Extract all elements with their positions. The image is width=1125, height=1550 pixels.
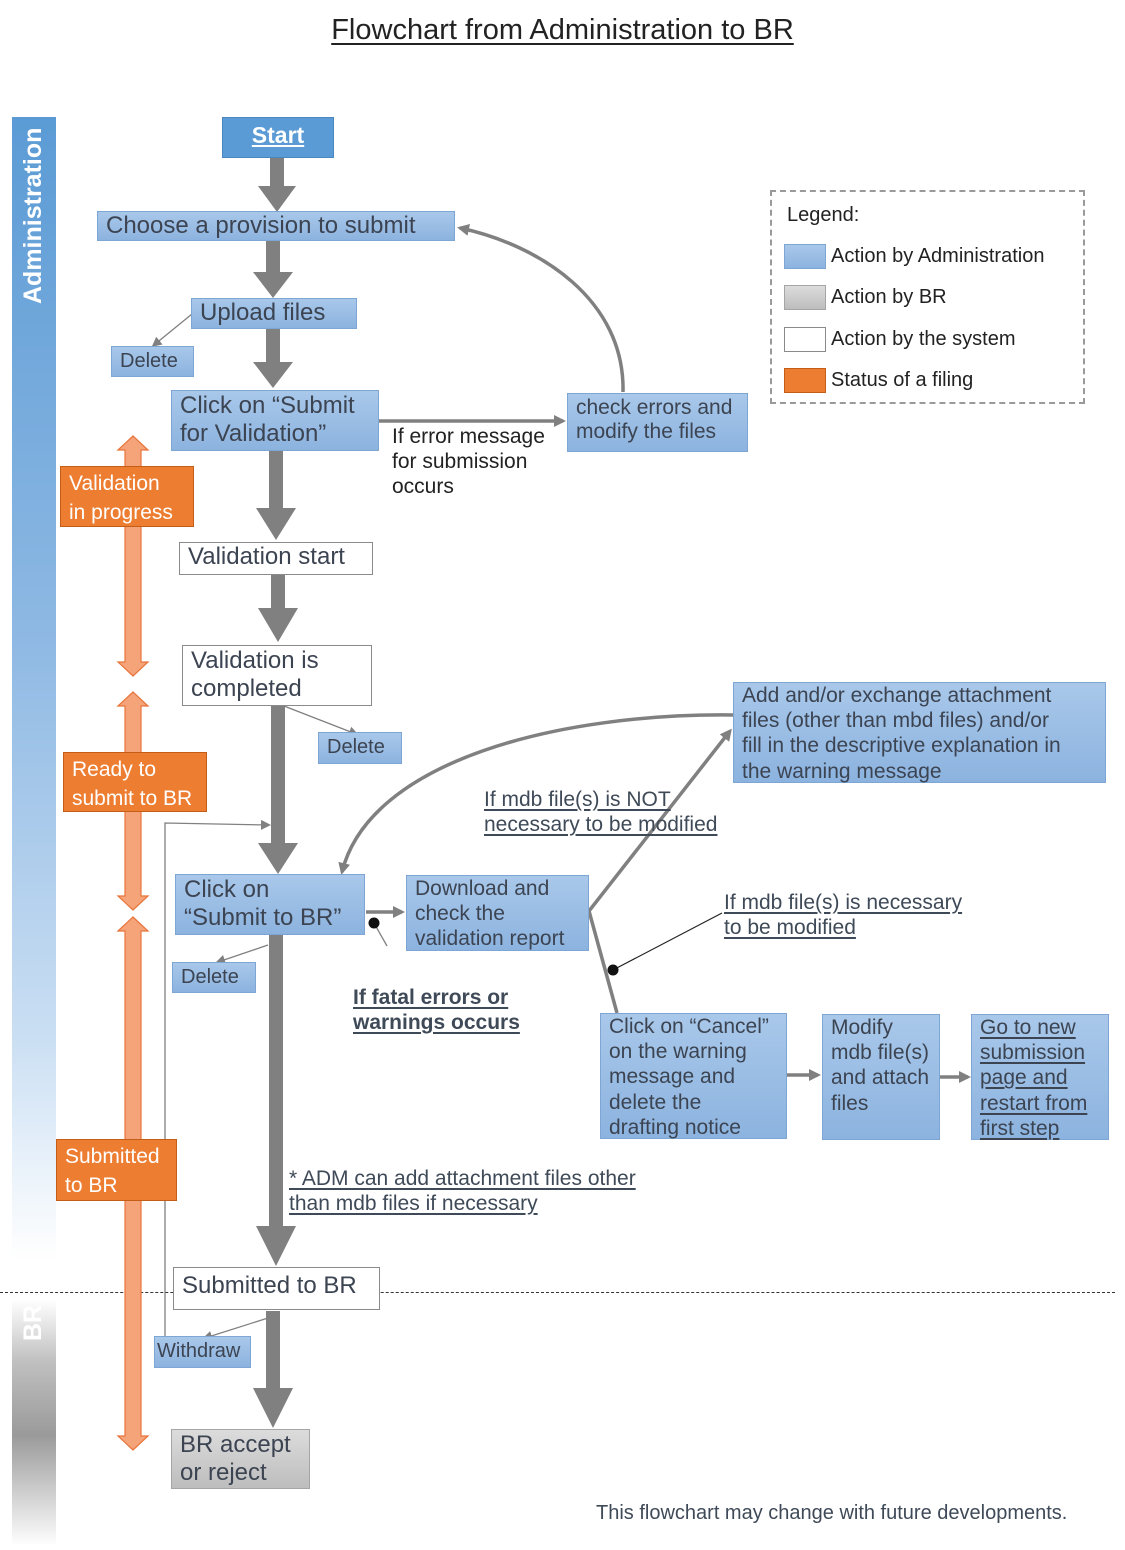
legend-swatch-admin [784,243,826,269]
status-arrows [116,435,150,1451]
legend-swatch-system [784,326,826,352]
legend-item-br: Action by BR [784,284,947,310]
submit-to-br-node: Click on “Submit to BR” [175,874,365,935]
upload-files-node: Upload files [191,298,357,329]
lane-bar-administration [12,117,56,1260]
legend-label-status: Status of a filing [831,368,974,391]
note-fatal-errors: If fatal errors or warnings occurs [353,986,520,1034]
legend-label-br: Action by BR [831,285,947,308]
download-report-node: Download and check the validation report [406,875,589,951]
modify-mdb-node: Modify mdb file(s) and attach files [822,1014,940,1140]
add-exchange-node: Add and/or exchange attachment files (ot… [733,682,1106,783]
submitted-to-br-node: Submitted to BR [173,1267,380,1310]
note-error-message: If error message for submission occurs [392,425,545,498]
lane-divider [0,1292,1115,1293]
start-node: Start [222,117,334,158]
legend-item-system: Action by the system [784,326,1016,352]
legend-swatch-status [784,367,826,393]
delete-button-2: Delete [318,732,402,764]
main-flow-arrows [253,158,298,1428]
status-ready-to-submit: Ready to submit to BR [63,752,207,812]
status-submitted-to-br: Submitted to BR [56,1139,177,1201]
legend-item-admin: Action by Administration [784,243,1044,269]
flow-lines [338,224,971,1083]
delete-button-1: Delete [111,346,194,377]
submit-for-validation-node: Click on “Submit for Validation” [171,390,379,451]
withdraw-button: Withdraw [154,1336,251,1368]
note-mdb-not-necessary: If mdb file(s) is NOT necessary to be mo… [484,788,718,836]
legend-heading: Legend: [787,204,860,226]
go-new-submission-node: Go to new submission page and restart fr… [971,1014,1109,1140]
click-cancel-node: Click on “Cancel” on the warning message… [600,1013,787,1139]
legend-label-admin: Action by Administration [831,244,1045,267]
note-adm-can-add: * ADM can add attachment files other tha… [289,1167,636,1215]
choose-provision-node: Choose a provision to submit [97,211,455,241]
lane-bar-br [12,1300,56,1546]
page-title: Flowchart from Administration to BR [331,14,794,46]
note-mdb-necessary: If mdb file(s) is necessary to be modifi… [724,891,963,939]
footer-note: This flowchart may change with future de… [596,1502,1068,1524]
delete-button-3: Delete [172,962,256,993]
validation-start-node: Validation start [179,542,373,575]
br-accept-reject-node: BR accept or reject [171,1429,310,1489]
legend-item-status: Status of a filing [784,367,973,393]
callout-line [612,912,723,971]
callout-dot-mdb [607,964,619,976]
check-errors-node: check errors and modify the files [567,393,748,452]
status-validation-in-progress: Validation in progress [60,466,194,527]
legend: Legend: Action by Administration Action … [770,190,1085,404]
legend-swatch-br [784,284,826,310]
legend-label-system: Action by the system [831,327,1016,350]
callout-dot-fatal [368,917,380,929]
validation-completed-node: Validation is completed [182,645,372,706]
